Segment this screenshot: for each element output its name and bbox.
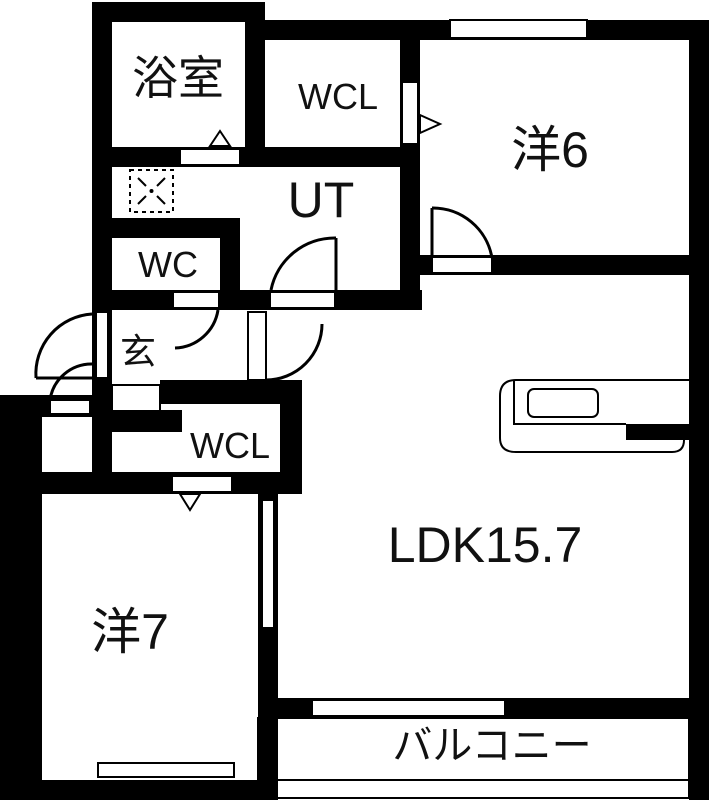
- room-label-bath: 浴室: [132, 52, 224, 104]
- room-label-wcl-top: WCL: [298, 76, 378, 117]
- washer-drain-icon: [137, 177, 166, 205]
- room-label-balcony: バルコニー: [392, 724, 592, 768]
- room-label-ldk: LDK15.7: [387, 517, 583, 573]
- room-label-western-6: 洋6: [511, 122, 589, 178]
- windows: [49, 19, 690, 799]
- room-label-western-7: 洋7: [91, 604, 169, 660]
- room-label-entrance: 玄: [119, 331, 157, 372]
- room-label-wc: WC: [138, 244, 198, 285]
- door-markers: [178, 113, 443, 512]
- kitchen-counter-icon: [499, 379, 689, 453]
- door-swings: [34, 206, 494, 401]
- room-label-utility: UT: [287, 172, 355, 228]
- washer-pan-icon: [129, 169, 174, 213]
- room-label-wcl-mid: WCL: [190, 425, 270, 466]
